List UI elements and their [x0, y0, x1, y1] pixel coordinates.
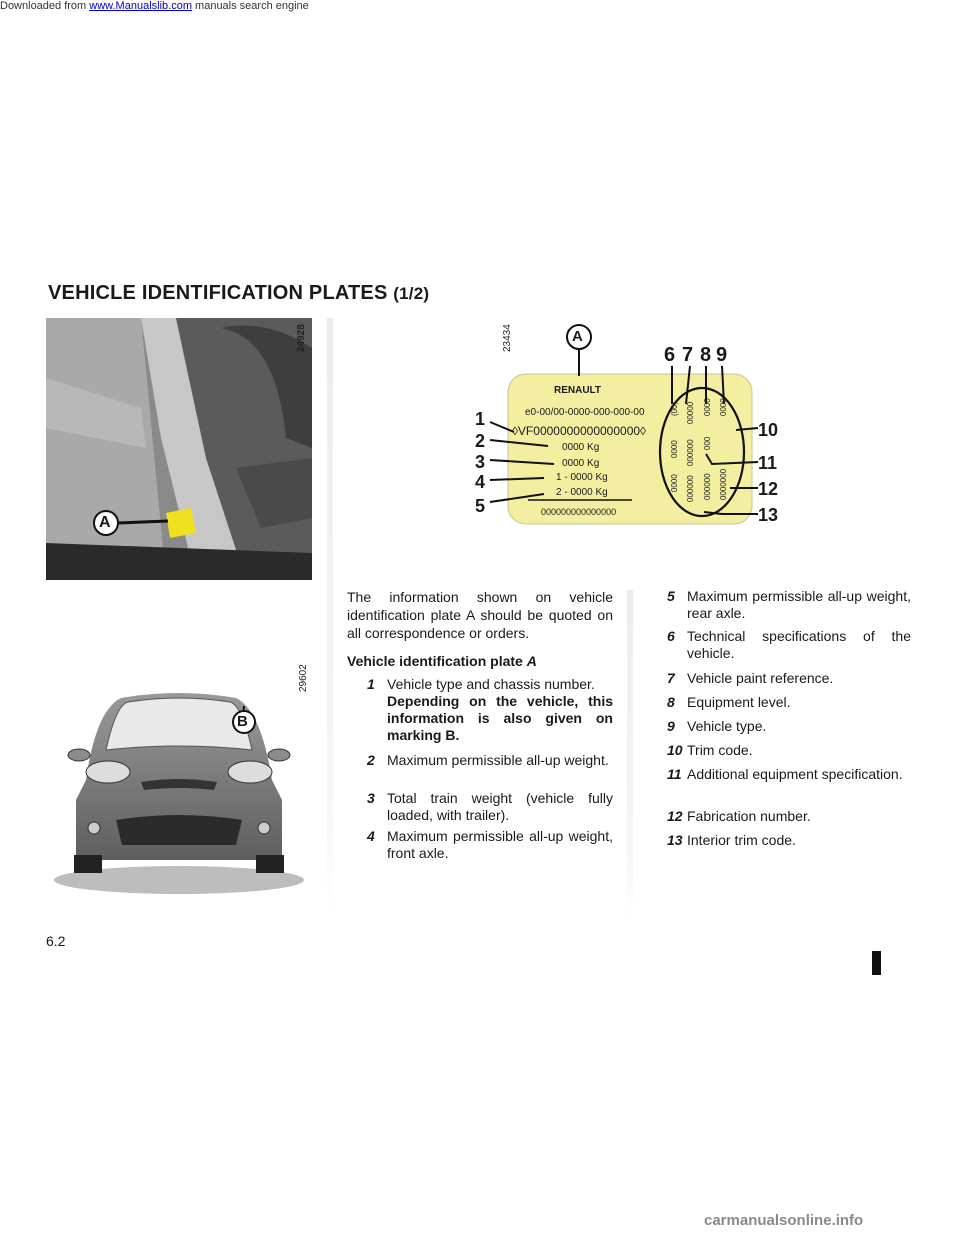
callout-4: 4 — [475, 472, 486, 492]
callout-5: 5 — [475, 496, 486, 516]
door-illustration — [46, 318, 312, 580]
callout-10: 10 — [758, 420, 779, 440]
callout-3: 3 — [475, 452, 486, 472]
door-marker-a: A — [99, 514, 111, 531]
oval-col3-b: 000 — [703, 436, 712, 450]
plate-line-3: 0000 Kg — [562, 442, 600, 453]
callout-1: 1 — [475, 409, 486, 429]
intro-paragraph: The information shown on vehicle identif… — [347, 589, 613, 641]
callout-6: 6 — [664, 344, 676, 366]
callout-7: 7 — [682, 344, 694, 366]
oval-col3-a: 0000 — [703, 398, 712, 416]
subheading: Vehicle identification plate A — [347, 653, 537, 669]
oval-col4-a: 0000 — [719, 398, 728, 416]
plate-line-4: 0000 Kg — [562, 458, 600, 469]
callout-9: 9 — [716, 344, 728, 366]
callout-12: 12 — [758, 479, 779, 499]
oval-col2-a: 00000 — [686, 401, 695, 424]
footer-watermark: carmanualsonline.info — [704, 1212, 864, 1229]
callout-11: 11 — [758, 453, 778, 473]
plate-line-6: 2 - 0000 Kg — [556, 487, 608, 498]
items-right: 5 Maximum permissible all-up weight, rea… — [667, 588, 911, 848]
page-number: 6.2 — [46, 933, 66, 949]
oval-col2-c: 000000 — [686, 475, 695, 502]
plate-brand: RENAULT — [554, 385, 602, 396]
car-photo: B — [46, 660, 312, 908]
section-tab-marker — [872, 951, 881, 975]
plate-line-2: ◊VF0000000000000000◊ — [512, 424, 646, 438]
download-header: Downloaded from www.Manualslib.com manua… — [0, 0, 309, 12]
page-title: VEHICLE IDENTIFICATION PLATES (1/2) — [48, 282, 430, 304]
plate-line-5: 1 - 0000 Kg — [556, 472, 608, 483]
car-image-code: 29602 — [298, 664, 309, 692]
oval-col1-c: 0000 — [670, 474, 679, 492]
oval-col3-c: 000000 — [703, 473, 712, 500]
callout-13: 13 — [758, 505, 779, 525]
oval-col1-a: (00) — [670, 401, 679, 416]
manualslib-link[interactable]: www.Manualslib.com — [89, 0, 192, 12]
door-photo: A — [46, 318, 312, 580]
plate-line-7: 000000000000000 — [541, 507, 617, 517]
title-part: (1/2) — [393, 284, 430, 303]
oval-col2-b: 000000 — [686, 439, 695, 466]
column-divider-left — [327, 318, 333, 918]
plate-marker-a: A — [572, 328, 583, 345]
items-left: 1 Vehicle type and chassis number. Depen… — [367, 676, 613, 861]
oval-col4-b: 0000000 — [719, 468, 728, 500]
identification-plate-diagram — [489, 324, 759, 525]
car-front-illustration — [54, 693, 304, 894]
oval-col1-b: 0000 — [670, 440, 679, 458]
plate-line-1: e0-00/00-0000-000-000-00 — [525, 407, 645, 418]
callout-8: 8 — [700, 344, 712, 366]
door-image-code: 24928 — [296, 324, 307, 352]
callout-2: 2 — [475, 431, 486, 451]
column-divider-right — [627, 590, 633, 920]
car-marker-b: B — [237, 713, 248, 730]
